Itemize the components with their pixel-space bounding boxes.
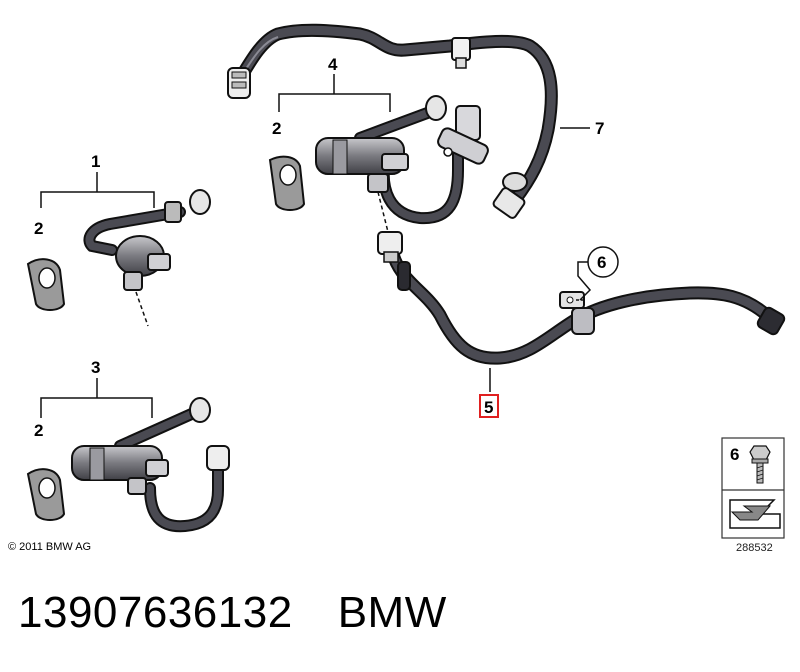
callout-4: 4 <box>328 55 338 74</box>
clamp-2-for-3 <box>26 468 66 521</box>
hose-5 <box>377 231 786 365</box>
clamp-2-for-4 <box>268 155 306 211</box>
callout-6: 6 <box>587 246 619 278</box>
bolt-icon <box>749 445 771 484</box>
callout-5-highlighted: 5 <box>479 394 499 418</box>
pressure-sensor <box>437 105 489 165</box>
legend-box: 6 <box>721 437 785 539</box>
hose-7-right-fitting <box>492 172 528 219</box>
parts-diagram: 1 2 3 2 4 2 7 6 5 6 <box>26 23 786 539</box>
clamp-2-for-1 <box>26 258 66 311</box>
valve-assembly-4 <box>268 95 489 233</box>
hose-7-clip <box>451 37 471 69</box>
callout-2-left-bottom: 2 <box>34 421 43 440</box>
callout-7: 7 <box>595 119 604 138</box>
callout-1: 1 <box>91 152 100 171</box>
image-reference-number: 288532 <box>736 542 773 554</box>
legend-item-number: 6 <box>730 445 739 464</box>
hose-5-right-end <box>756 306 786 336</box>
callout-3: 3 <box>91 358 100 377</box>
callout-6-label: 6 <box>597 253 606 272</box>
hose-7-end-fitting <box>227 67 251 99</box>
callout-5-label: 5 <box>484 398 493 417</box>
caption: 13907636132 BMW <box>18 588 447 648</box>
valve-assembly-3 <box>26 397 230 533</box>
callout-2-left-top: 2 <box>34 219 43 238</box>
copyright-notice: © 2011 BMW AG <box>8 541 92 553</box>
leader-lines <box>40 74 592 418</box>
valve-assembly-1 <box>26 189 211 327</box>
hose-7 <box>227 23 558 219</box>
callout-2-center: 2 <box>272 119 281 138</box>
brand-name: BMW <box>337 588 447 637</box>
catalog-arrow-icon <box>729 499 781 529</box>
hose-5-top-connector <box>377 231 411 291</box>
part-number: 13907636132 <box>18 588 293 637</box>
